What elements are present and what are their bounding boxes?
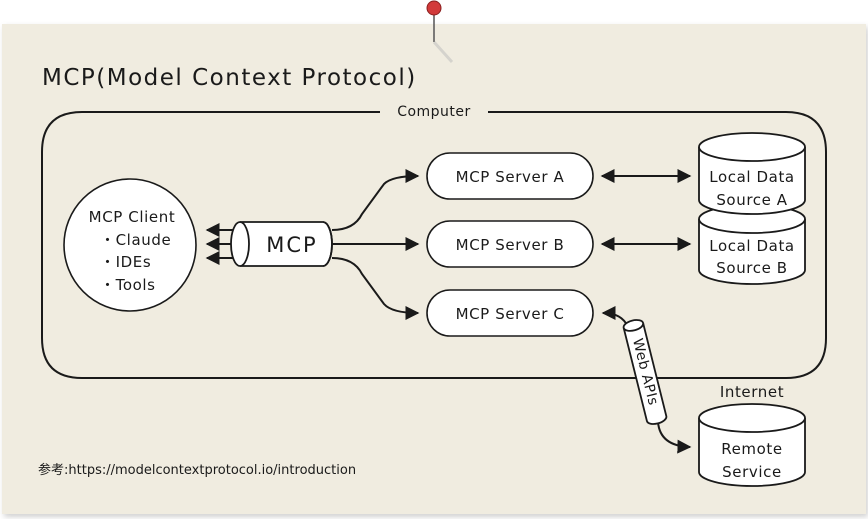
mcp-client-node [63, 178, 197, 312]
client-item-tools: ・Tools [100, 276, 156, 294]
server-a-node [426, 152, 594, 200]
connector-to-server-a [331, 169, 420, 231]
server-b-label: MCP Server B [456, 236, 565, 254]
pin-icon [426, 0, 454, 64]
client-title: MCP Client [89, 208, 176, 226]
server-c-label: MCP Server C [456, 305, 565, 323]
connector-to-server-c [331, 257, 420, 320]
server-b-node [426, 220, 594, 268]
source-a-line1: Local Data [709, 168, 794, 186]
remote-line2: Service [722, 463, 782, 481]
source-b-line2: Source B [716, 259, 787, 277]
client-item-ides: ・IDEs [100, 253, 151, 271]
link-web-apis-remote [657, 421, 692, 454]
internet-label: Internet [720, 383, 784, 401]
mcp-pipe-label: MCP [266, 233, 317, 257]
server-a-label: MCP Server A [456, 168, 565, 186]
computer-boundary [41, 111, 827, 379]
reference-link[interactable]: 参考:https://modelcontextprotocol.io/intro… [38, 462, 356, 478]
server-c-node [426, 289, 594, 337]
local-source-a-cylinder [698, 132, 806, 215]
mcp-pipe [230, 221, 333, 267]
diagram-title: MCP(Model Context Protocol) [42, 65, 417, 91]
remote-line1: Remote [721, 440, 782, 458]
source-b-line1: Local Data [709, 237, 794, 255]
remote-service-cylinder [698, 403, 806, 487]
computer-label: Computer [397, 104, 471, 120]
source-a-line2: Source A [716, 191, 787, 209]
client-item-claude: ・Claude [100, 231, 171, 249]
